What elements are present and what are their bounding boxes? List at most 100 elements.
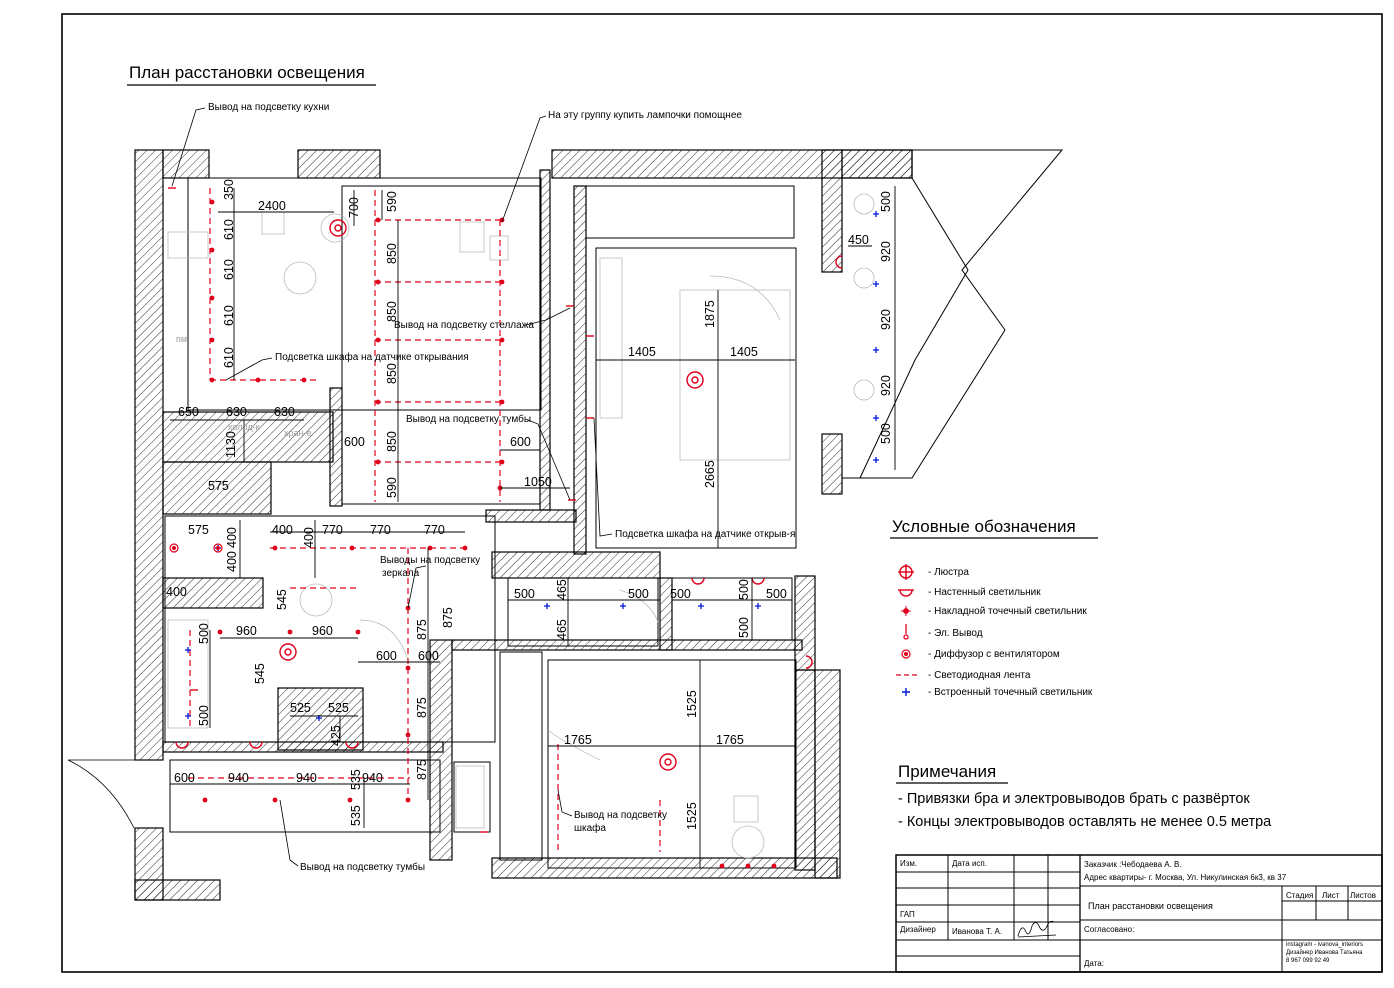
dim-535-b: 535 xyxy=(349,805,363,826)
dim-450: 450 xyxy=(848,233,869,247)
legend-label-fan-diffuser: - Диффузор с вентилятором xyxy=(928,648,1060,660)
stamp-designer-name: Иванова Т. А. xyxy=(952,927,1002,936)
wall-light-icon xyxy=(898,589,914,597)
notes: Примечания - Привязки бра и электровывод… xyxy=(896,762,1272,830)
dimension-lines xyxy=(170,186,896,868)
dim-1130: 1130 xyxy=(224,431,238,458)
legend-item-chandelier: - Люстра xyxy=(898,564,969,580)
stamp-approved: Согласовано: xyxy=(1084,925,1134,934)
dim-500-f: 500 xyxy=(737,579,751,600)
dim-610-b: 610 xyxy=(222,259,236,280)
dim-850-d: 850 xyxy=(385,431,399,452)
callout-bulbs: На эту группу купить лампочки помощнее xyxy=(548,110,742,121)
dim-960-a: 960 xyxy=(236,624,257,638)
dim-500-a: 500 xyxy=(197,623,211,644)
dim-500-c: 500 xyxy=(514,587,535,601)
dim-400-left: 400 xyxy=(166,585,187,599)
dim-610-d: 610 xyxy=(222,347,236,368)
stamp-contact-1: instagram - ivanova_interiors xyxy=(1286,942,1363,948)
fridge-label: холод-к xyxy=(228,422,260,432)
legend-label-wall-light: - Настенный светильник xyxy=(928,587,1041,598)
dim-1405-a: 1405 xyxy=(628,345,656,359)
dim-590-top: 590 xyxy=(385,191,399,212)
dim-500-g: 500 xyxy=(766,587,787,601)
dim-500-e: 500 xyxy=(670,587,691,601)
loggia xyxy=(842,149,1064,479)
dim-850-c: 850 xyxy=(385,363,399,384)
dim-650: 650 xyxy=(178,405,199,419)
dim-850-a: 850 xyxy=(385,243,399,264)
page-title: План расстановки освещения xyxy=(127,63,376,86)
callouts: Вывод на подсветку кухни На эту группу к… xyxy=(208,102,795,873)
legend-item-wall-light: - Настенный светильник xyxy=(898,587,1041,598)
dim-2665: 2665 xyxy=(703,460,717,488)
dim-575-a: 575 xyxy=(208,479,229,493)
outlet-icon xyxy=(903,624,909,640)
stamp-col-name: Изм. xyxy=(900,859,917,868)
fan-diffuser-icon xyxy=(901,649,911,659)
surface-spots xyxy=(202,199,777,869)
dim-500-h: 500 xyxy=(737,617,751,638)
callout-nightstand-2: Вывод на подсветку тумбы xyxy=(300,861,425,873)
room-outlines xyxy=(164,177,797,869)
walls xyxy=(134,149,913,901)
dim-1765-a: 1765 xyxy=(564,733,592,747)
stamp-sheets: Листов xyxy=(1350,891,1376,900)
legend: Условные обозначения - Люстра - Настенны… xyxy=(890,517,1098,698)
notes-line-1: - Привязки бра и электровыводов брать с … xyxy=(898,791,1250,807)
dim-2400: 2400 xyxy=(258,199,286,213)
dim-1405-b: 1405 xyxy=(730,345,758,359)
dim-400-c: 400 xyxy=(272,523,293,537)
legend-title: Условные обозначения xyxy=(892,517,1076,536)
dim-700: 700 xyxy=(347,197,361,218)
callout-cabinet-2: шкафа xyxy=(574,822,606,834)
dim-875-c: 875 xyxy=(415,697,429,718)
callout-nightstand: Вывод на подсветку тумбы xyxy=(406,413,531,425)
stamp-contact-3: 8 967 099 92 49 xyxy=(1286,958,1330,964)
dim-940-b: 940 xyxy=(296,771,317,785)
legend-label-surface-spot: - Накладной точечный светильник xyxy=(928,606,1087,617)
surface-spot-icon xyxy=(901,606,911,616)
dim-465-b: 465 xyxy=(555,619,569,640)
dim-1765-b: 1765 xyxy=(716,733,744,747)
dim-1525-b: 1525 xyxy=(685,802,699,830)
chandelier-icon xyxy=(898,564,914,580)
led-strips xyxy=(188,188,661,852)
stamp-customer: Заказчик :Чебодаева А. В. xyxy=(1084,860,1182,869)
dim-1525-a: 1525 xyxy=(685,690,699,718)
pm-label: пм xyxy=(176,334,187,344)
dim-630-b: 630 xyxy=(274,405,295,419)
dim-525-b: 525 xyxy=(328,701,349,715)
dim-875-d: 875 xyxy=(415,759,429,780)
dim-875-b: 875 xyxy=(441,607,455,628)
dim-770-a: 770 xyxy=(322,523,343,537)
dim-630-a: 630 xyxy=(226,405,247,419)
stamp-sheet: Лист xyxy=(1322,891,1340,900)
dim-500-i: 500 xyxy=(879,191,893,212)
legend-label-recessed-spot: - Встроенный точечный светильник xyxy=(928,687,1093,698)
legend-item-recessed-spot: - Встроенный точечный светильник xyxy=(902,687,1093,698)
callout-mirror-2: зеркала xyxy=(382,568,420,579)
dim-400-a: 400 xyxy=(225,527,239,548)
stamp-contact-2: Дизайнер Иванова Татьяна xyxy=(1286,949,1363,956)
dim-600-a: 600 xyxy=(344,435,365,449)
legend-item-fan-diffuser: - Диффузор с вентилятором xyxy=(901,648,1060,660)
chandeliers xyxy=(279,219,704,771)
dim-545-a: 545 xyxy=(275,589,289,610)
dim-500-b: 500 xyxy=(197,705,211,726)
dim-610-a: 610 xyxy=(222,219,236,240)
storage-label: хран-е xyxy=(284,428,311,438)
callout-wardrobe-sensor: Подсветка шкафа на датчике открывания xyxy=(275,351,469,363)
dim-500-j: 500 xyxy=(879,423,893,444)
dim-920-a: 920 xyxy=(879,241,893,262)
dim-350: 350 xyxy=(222,179,236,200)
dim-425: 425 xyxy=(329,725,343,746)
dim-770-c: 770 xyxy=(424,523,445,537)
dim-940-a: 940 xyxy=(228,771,249,785)
dim-600-b: 600 xyxy=(510,435,531,449)
stamp-date: Дата: xyxy=(1084,959,1104,968)
signature-icon xyxy=(1017,920,1057,938)
dim-770-b: 770 xyxy=(370,523,391,537)
dim-500-d: 500 xyxy=(628,587,649,601)
stamp-drawing-title: План расстановки освещения xyxy=(1088,901,1213,911)
